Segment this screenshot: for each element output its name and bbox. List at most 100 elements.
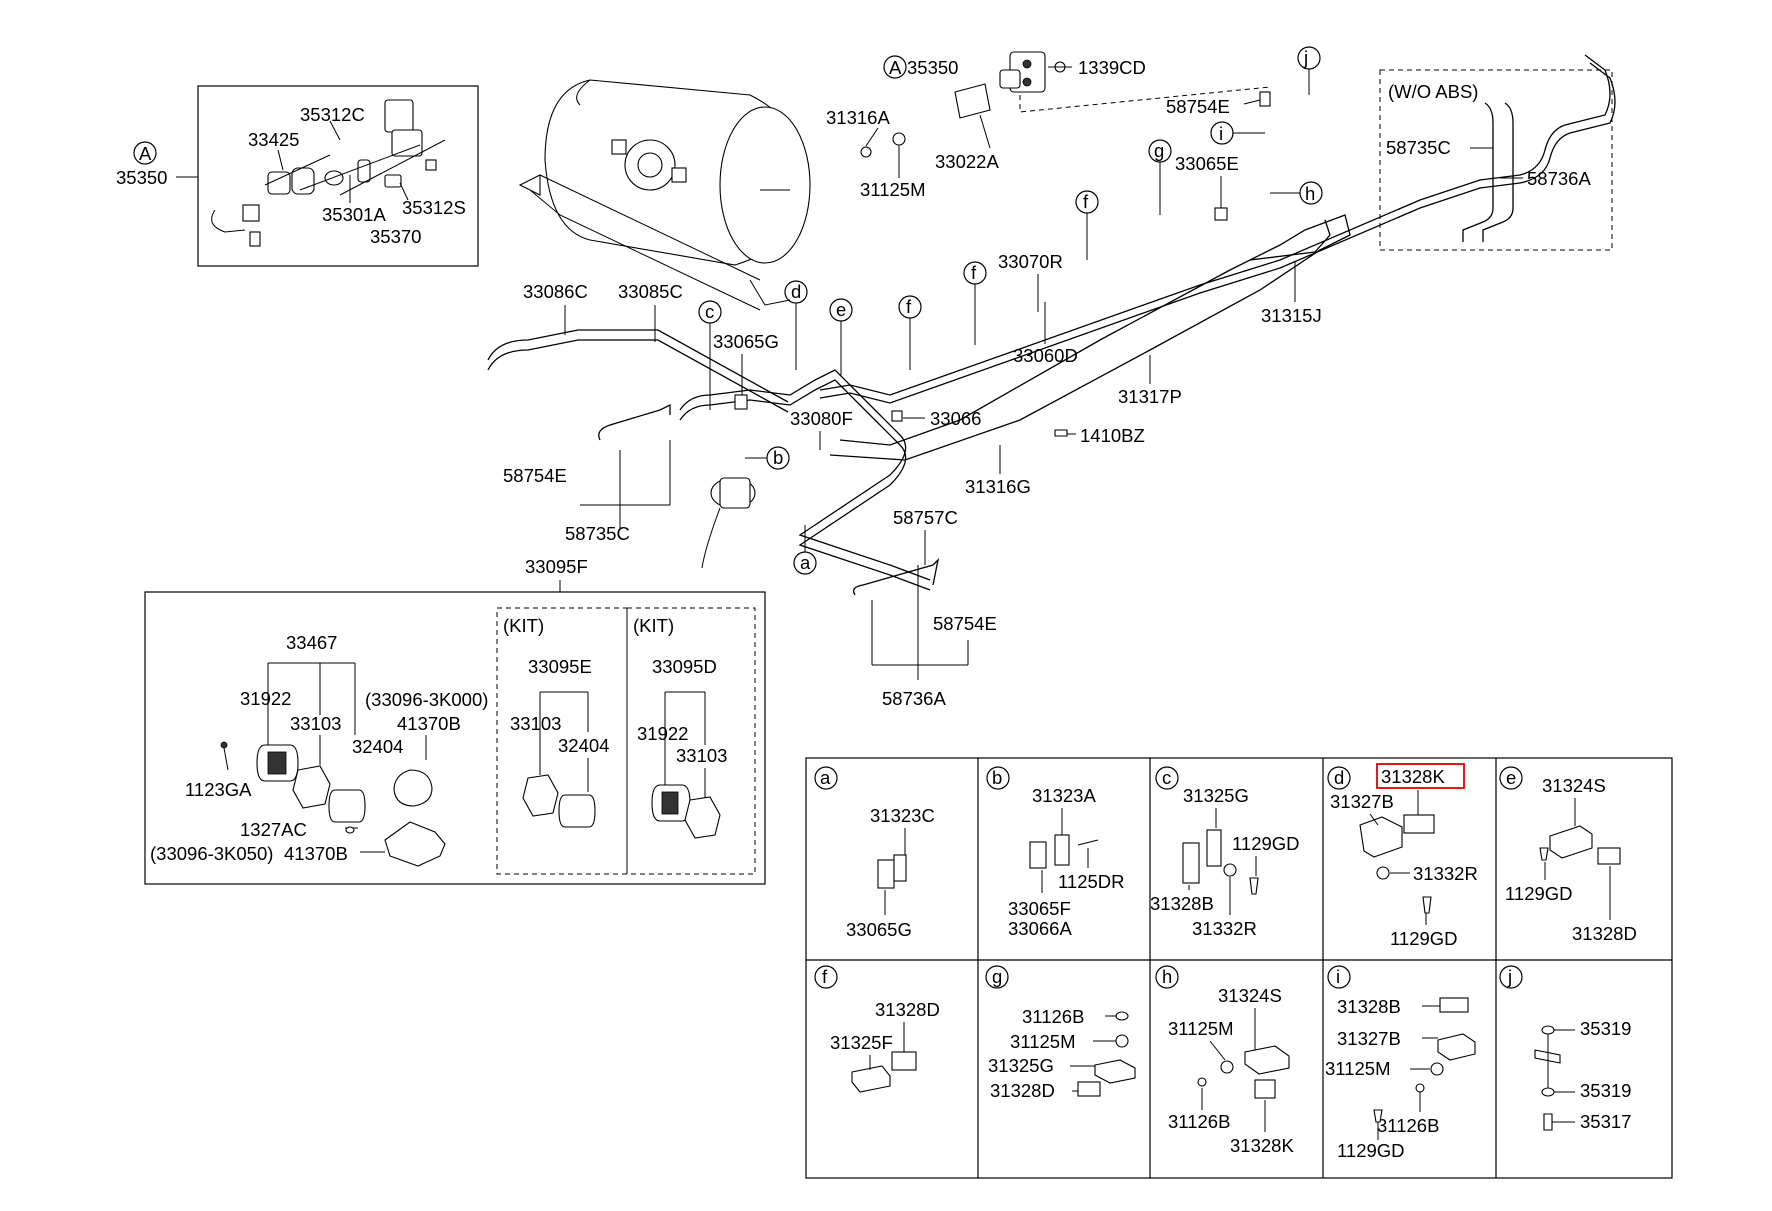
label-31323c: 31323C (870, 805, 935, 826)
label-31316a: 31316A (826, 107, 890, 128)
inset-a-marker: A (139, 143, 152, 164)
label-i-31328b: 31328B (1337, 996, 1401, 1017)
label-58754e-bottom: 58754E (933, 613, 997, 634)
top-marker: A (889, 57, 902, 78)
label-33085c: 33085C (618, 281, 683, 302)
label-33095f: 33095F (525, 556, 588, 577)
highlight-31328k (1376, 763, 1465, 789)
detail-grid: a 31323C 33065G b 31323A 1125DR 33065F 3… (805, 757, 1673, 1179)
label-33103: 33103 (290, 713, 341, 734)
detail-cell-f: f 31328D 31325F (814, 965, 940, 1093)
label-33425: 33425 (248, 129, 299, 150)
label-f-31328d: 31328D (875, 999, 940, 1020)
label-31922: 31922 (240, 688, 291, 709)
detail-e-key: e (1506, 767, 1516, 788)
callout-h: h (1305, 183, 1315, 204)
label-33065g: 33065G (713, 331, 779, 352)
wo-abs-inset: (W/O ABS) 58735C 58736A (1379, 69, 1613, 251)
callout-j: j (1303, 47, 1308, 68)
detail-cell-j: j 35319 35319 35317 (1499, 965, 1631, 1132)
callout-i: i (1219, 123, 1223, 144)
filter-box-frame (144, 591, 766, 885)
label-41370b-top: 41370B (397, 713, 461, 734)
label-33070r: 33070R (998, 251, 1063, 272)
label-a-33065g: 33065G (846, 919, 912, 940)
label-e-31324s: 31324S (1542, 775, 1606, 796)
callout-f3: f (906, 296, 912, 317)
label-33095d: 33095D (652, 656, 717, 677)
label-g-31328d: 31328D (990, 1080, 1055, 1101)
top-marker-circle (883, 55, 907, 79)
label-35301a: 35301A (322, 204, 386, 225)
label-h-31125m: 31125M (1168, 1018, 1233, 1039)
top-assembly: A 35350 1339CD 31316A 33022A 31125M (826, 51, 1271, 200)
kit-33095d: (KIT) 33095D 31922 33103 (626, 607, 756, 875)
kit1-frame (496, 607, 628, 875)
label-35312c: 35312C (300, 104, 365, 125)
kit2-title: (KIT) (633, 615, 674, 636)
detail-cell-i: i 31328B 31327B 31125M 31126B 1129GD (1325, 965, 1476, 1161)
label-33065e: 33065E (1175, 153, 1239, 174)
label-58754e-top: 58754E (1166, 96, 1230, 117)
label-33096-3k050: (33096-3K050) (150, 843, 273, 864)
label-f-31325f: 31325F (830, 1032, 893, 1053)
label-kit2-33103: 33103 (676, 745, 727, 766)
label-41370b-bottom: 41370B (284, 843, 348, 864)
detail-cell-e: e 31324S 1129GD 31328D (1499, 766, 1637, 944)
kit2-frame (626, 607, 756, 875)
detail-cell-d: d 31328K 31327B 31332R 1129GD (1327, 763, 1478, 949)
fuel-pressure-sensor-part (211, 99, 446, 247)
label-31317p: 31317P (1118, 386, 1182, 407)
label-1327ac: 1327AC (240, 819, 307, 840)
inset-a-frame (197, 85, 479, 267)
detail-h-key: h (1162, 966, 1172, 987)
label-1125dr: 1125DR (1058, 871, 1125, 892)
callout-f2: f (971, 262, 977, 283)
label-kit1-32404: 32404 (558, 735, 609, 756)
label-33080f: 33080F (790, 408, 853, 429)
label-1123ga: 1123GA (185, 779, 252, 800)
callouts: j i h g f f f e d c b a (698, 46, 1323, 575)
callout-a: a (800, 552, 811, 573)
detail-i-key: i (1336, 966, 1340, 987)
label-inset-a-assembly: 35350 (116, 167, 167, 188)
label-g-31325g: 31325G (988, 1055, 1054, 1076)
wo-abs-title: (W/O ABS) (1388, 81, 1478, 102)
label-31125m-top: 31125M (860, 179, 925, 200)
abs-valve-part (860, 51, 1271, 178)
label-i-31125m: 31125M (1325, 1058, 1390, 1079)
label-wo-abs-58735c: 58735C (1386, 137, 1451, 158)
label-1339cd: 1339CD (1078, 57, 1146, 78)
kit1-title: (KIT) (503, 615, 544, 636)
detail-grid-frame (805, 757, 1673, 1179)
detail-b-key: b (992, 767, 1002, 788)
label-33060d: 33060D (1013, 345, 1078, 366)
label-33066a: 33066A (1008, 918, 1072, 939)
label-c-31328b: 31328B (1150, 893, 1214, 914)
label-wo-abs-58736a: 58736A (1527, 168, 1591, 189)
lpg-fuel-tank (518, 79, 811, 311)
label-i-31327b: 31327B (1337, 1028, 1401, 1049)
detail-j-key: j (1507, 966, 1512, 987)
label-j-35319-top: 35319 (1580, 1018, 1631, 1039)
label-e-1129gd: 1129GD (1505, 883, 1573, 904)
inset-a: A 35350 35312C 33425 35301A 35312S 35370 (116, 85, 479, 267)
label-31316g: 31316G (965, 476, 1031, 497)
label-35370: 35370 (370, 226, 421, 247)
label-31323a: 31323A (1032, 785, 1096, 806)
detail-a-key: a (820, 767, 831, 788)
label-33096-3k000: (33096-3K000) (365, 689, 488, 710)
label-1410bz: 1410BZ (1080, 425, 1145, 446)
detail-f-key: f (822, 966, 828, 987)
label-c-1129gd: 1129GD (1232, 833, 1300, 854)
detail-cell-a: a 31323C 33065G (814, 766, 935, 940)
label-i-31126b: 31126B (1377, 1115, 1439, 1136)
label-kit2-31922: 31922 (637, 723, 688, 744)
detail-cell-c: c 31325G 1129GD 31328B 31332R (1150, 766, 1300, 939)
label-h-31324s: 31324S (1218, 985, 1282, 1006)
label-c-31332r: 31332R (1192, 918, 1257, 939)
callout-c: c (705, 301, 714, 322)
callout-g: g (1154, 140, 1164, 161)
label-58754e-left: 58754E (503, 465, 567, 486)
detail-c-key: c (1162, 767, 1171, 788)
